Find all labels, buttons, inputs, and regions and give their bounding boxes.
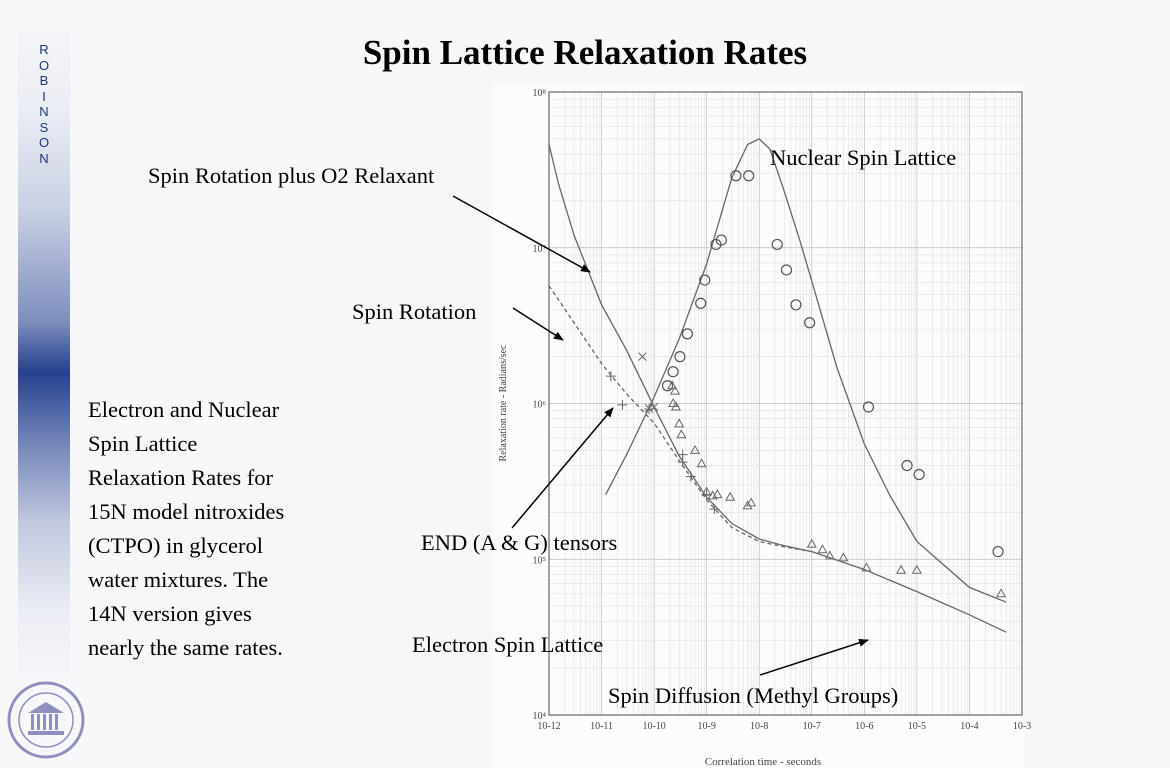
data-point-circle	[730, 170, 742, 182]
y-tick-label: 10⁶	[533, 400, 547, 411]
data-points	[605, 170, 1007, 598]
chart-grid	[548, 92, 1022, 716]
data-point-circle	[780, 264, 793, 276]
data-point-plus	[605, 371, 616, 382]
y-tick-label: 10⁷	[533, 244, 547, 255]
data-point-plus	[677, 457, 688, 468]
callout-spin-rotation: Spin Rotation	[352, 299, 477, 324]
callout-end-tensors: END (A & G) tensors	[421, 530, 618, 555]
description-line: Relaxation Rates for	[88, 465, 273, 490]
data-point-triangle	[674, 418, 685, 428]
x-tick-label: 10-11	[590, 721, 613, 732]
x-tick-label: 10-5	[908, 721, 926, 732]
sidebar-letter: O	[38, 135, 50, 150]
sidebar-letter: N	[39, 104, 49, 119]
data-point-circle	[804, 317, 816, 329]
series-line	[605, 138, 1007, 603]
sidebar-letter: R	[39, 42, 49, 57]
data-point-triangle	[911, 564, 922, 574]
data-point-triangle	[676, 429, 687, 439]
data-point-triangle	[746, 497, 757, 507]
data-point-triangle	[996, 588, 1007, 598]
data-point-circle	[699, 274, 711, 286]
callout-electron-spin-lattice: Electron Spin Lattice	[412, 632, 604, 657]
data-point-circle	[743, 170, 755, 182]
y-tick-label: 10⁸	[533, 88, 547, 99]
description-line: 15N model nitroxides	[88, 499, 285, 524]
description-line: Spin Lattice	[88, 431, 198, 456]
series-line	[548, 285, 812, 553]
data-point-x	[638, 352, 647, 361]
data-point-triangle	[712, 489, 723, 499]
data-point-triangle	[696, 458, 707, 468]
description-line: 14N version gives	[88, 601, 252, 626]
x-axis-label: Correlation time - seconds	[705, 756, 821, 768]
data-point-circle	[992, 545, 1004, 558]
sidebar-letter: I	[42, 88, 46, 104]
x-tick-label: 10-7	[803, 721, 821, 732]
callout-spin-diffusion: Spin Diffusion (Methyl Groups)	[608, 683, 899, 708]
y-tick-label: 10⁴	[533, 711, 547, 722]
data-point-triangle	[806, 538, 817, 548]
data-point-circle	[901, 459, 913, 472]
data-point-triangle	[670, 401, 681, 411]
x-tick-label: 10-4	[960, 721, 978, 732]
sidebar-letter: N	[39, 150, 49, 166]
data-point-triangle	[701, 486, 712, 496]
data-point-plus	[709, 504, 720, 515]
data-point-circle	[695, 297, 707, 309]
data-point-circle	[681, 328, 694, 340]
x-tick-label: 10-12	[537, 721, 560, 732]
data-point-circle	[715, 234, 727, 246]
data-point-x	[644, 404, 654, 413]
data-point-circle	[862, 401, 875, 413]
data-point-plus	[685, 471, 696, 482]
x-tick-label: 10-3	[1013, 721, 1031, 732]
data-point-circle	[790, 299, 802, 311]
data-point-triangle	[669, 385, 681, 395]
data-point-plus	[617, 399, 628, 410]
sidebar-letter: S	[39, 119, 49, 135]
sidebar-letter: B	[39, 73, 49, 88]
university-seal-icon	[7, 681, 85, 759]
callout-nuclear-spin-lattice: Nuclear Spin Lattice	[770, 145, 957, 170]
callout-o2-relaxant: Spin Rotation plus O2 Relaxant	[148, 163, 435, 188]
plot-frame	[548, 91, 1023, 716]
description-line: water mixtures. The	[88, 567, 269, 592]
data-point-circle	[667, 366, 679, 378]
description-line: (CTPO) in glycerol	[88, 533, 263, 558]
data-point-triangle	[667, 380, 678, 390]
description-line: nearly the same rates.	[88, 635, 283, 660]
data-point-circle	[913, 468, 925, 481]
sidebar-letter: O	[38, 57, 50, 73]
y-tick-label: 10⁵	[533, 555, 547, 566]
slide-title: Spin Lattice Relaxation Rates	[362, 33, 808, 72]
y-axis-label: Relaxation rate - Radians/sec	[498, 344, 509, 461]
data-point-triangle	[838, 552, 849, 562]
data-point-x	[649, 402, 659, 412]
data-point-triangle	[896, 564, 907, 574]
tick-labels: 10-12 10-11 10-10 10-9 10-8 10-7 10-6 10-5 10-4 1…	[533, 88, 1032, 732]
x-tick-label: 10-10	[642, 721, 665, 732]
data-point-triangle	[725, 491, 736, 501]
data-point-triangle	[689, 444, 701, 454]
data-point-circle	[661, 380, 674, 392]
x-tick-label: 10-8	[750, 721, 768, 732]
data-point-circle	[771, 238, 783, 251]
x-tick-label: 10-9	[697, 721, 715, 732]
data-point-triangle	[861, 562, 872, 572]
x-tick-label: 10-6	[855, 721, 873, 732]
data-point-circle	[674, 351, 686, 363]
data-point-triangle	[824, 550, 835, 560]
data-point-triangle	[742, 500, 753, 510]
description-line: Electron and Nuclear	[88, 397, 280, 422]
relaxation-chart: 10-12 10-11 10-10 10-9 10-8 10-7 10-6 10-5 10-4 1…	[493, 83, 1031, 768]
data-point-triangle	[817, 544, 828, 554]
